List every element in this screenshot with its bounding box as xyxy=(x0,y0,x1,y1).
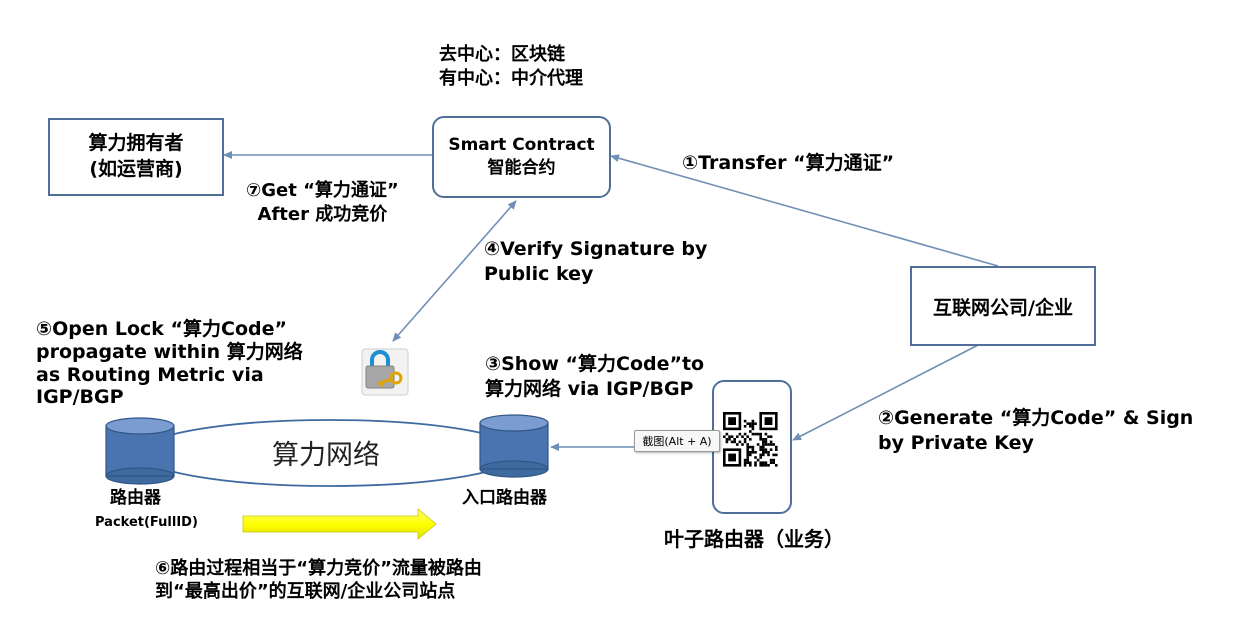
internet-company-box: 互联网公司/企业 xyxy=(910,266,1096,346)
step-3-line1: ③Show “算力Code”to xyxy=(485,353,705,375)
ingress-router-cylinder xyxy=(479,414,549,478)
step-6-line1: ⑥路由过程相当于“算力竞价”流量被路由 xyxy=(155,558,482,579)
internet-company-label: 互联网公司/企业 xyxy=(933,296,1073,319)
compute-owner-line2: (如运营商) xyxy=(89,158,183,180)
step-5-line1: ⑤Open Lock “算力Code” xyxy=(36,318,287,340)
router-label: 路由器 xyxy=(110,488,161,508)
compute-owner-line1: 算力拥有者 xyxy=(88,132,184,155)
compute-network-label: 算力网络 xyxy=(272,440,380,471)
step-7-line1: ⑦Get “算力通证” xyxy=(246,180,399,201)
step-5-line2: propagate within 算力网络 xyxy=(36,340,303,363)
step-6-label: ⑥路由过程相当于“算力竞价”流量被路由 到“最高出价”的互联网/企业公司站点 xyxy=(155,557,482,604)
step-5-line4: IGP/BGP xyxy=(36,386,124,409)
step-3-label: ③Show “算力Code”to 算力网络 via IGP/BGP xyxy=(485,352,704,401)
step-4-line1: ④Verify Signature by xyxy=(484,238,708,260)
smart-contract-line1: Smart Contract xyxy=(448,135,595,156)
step-3-line2: 算力网络 via IGP/BGP xyxy=(485,377,694,400)
step-2-line1: ②Generate “算力Code” & Sign xyxy=(878,407,1194,429)
compute-owner-box: 算力拥有者 (如运营商) xyxy=(48,118,224,196)
step-7-label: ⑦Get “算力通证” After 成功竞价 xyxy=(246,179,399,228)
step-7-line2: After 成功竞价 xyxy=(257,204,388,226)
step-6-line2: 到“最高出价”的互联网/企业公司站点 xyxy=(155,581,456,603)
smart-contract-line2: 智能合约 xyxy=(487,158,556,178)
packet-label: Packet(FullID) xyxy=(95,515,198,530)
step-4-line2: Public key xyxy=(484,262,594,285)
arrow-contract-lock xyxy=(392,200,517,342)
step-2-line2: by Private Key xyxy=(878,431,1034,454)
header-note-2: 有中心：中介代理 xyxy=(439,68,583,89)
screenshot-tooltip: 截图(Alt + A) xyxy=(634,430,720,452)
step-2-label: ②Generate “算力Code” & Sign by Private Key xyxy=(878,406,1193,455)
step-1-label: ①Transfer “算力通证” xyxy=(682,151,894,176)
packet-arrow xyxy=(242,508,437,540)
step-1-line1: ①Transfer “算力通证” xyxy=(682,152,895,174)
leaf-router-device xyxy=(712,380,792,514)
arrow-company-to-contract xyxy=(610,154,999,267)
header-note-1: 去中心：区块链 xyxy=(439,44,565,65)
qr-code-icon xyxy=(723,412,778,467)
smart-contract-box: Smart Contract 智能合约 xyxy=(432,116,611,198)
step-4-label: ④Verify Signature by Public key xyxy=(484,237,707,286)
step-5-line3: as Routing Metric via xyxy=(36,363,264,386)
step-5-label: ⑤Open Lock “算力Code” propagate within 算力网… xyxy=(36,318,303,409)
lock-key-icon xyxy=(361,348,409,396)
leaf-router-label: 叶子路由器（业务） xyxy=(664,527,844,551)
arrow-company-to-leaf xyxy=(792,342,983,441)
router-cylinder xyxy=(105,417,175,485)
ingress-router-label: 入口路由器 xyxy=(462,488,547,508)
